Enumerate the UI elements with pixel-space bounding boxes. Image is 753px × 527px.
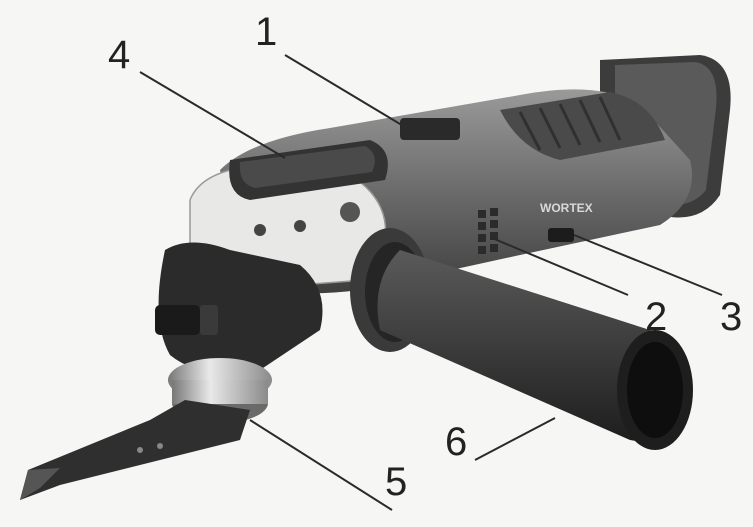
- callout-3: 3: [720, 295, 742, 339]
- leader-6: [474, 417, 556, 461]
- callout-2: 2: [645, 295, 667, 339]
- leader-4: [139, 71, 286, 159]
- speed-switch: [548, 228, 574, 242]
- top-switch: [400, 118, 460, 140]
- brand-logo: WORTEX: [540, 201, 593, 215]
- vent-slots: [478, 208, 498, 254]
- leader-3: [573, 234, 723, 296]
- leader-5: [249, 419, 393, 511]
- nose-housing: [155, 242, 323, 373]
- callout-6: 6: [445, 420, 467, 464]
- leader-1: [284, 54, 411, 131]
- auxiliary-handle: [350, 228, 693, 450]
- saw-blade: [20, 400, 250, 500]
- callout-4: 4: [108, 33, 130, 77]
- leader-2: [491, 237, 629, 296]
- callout-5: 5: [385, 460, 407, 504]
- callout-1: 1: [255, 10, 277, 54]
